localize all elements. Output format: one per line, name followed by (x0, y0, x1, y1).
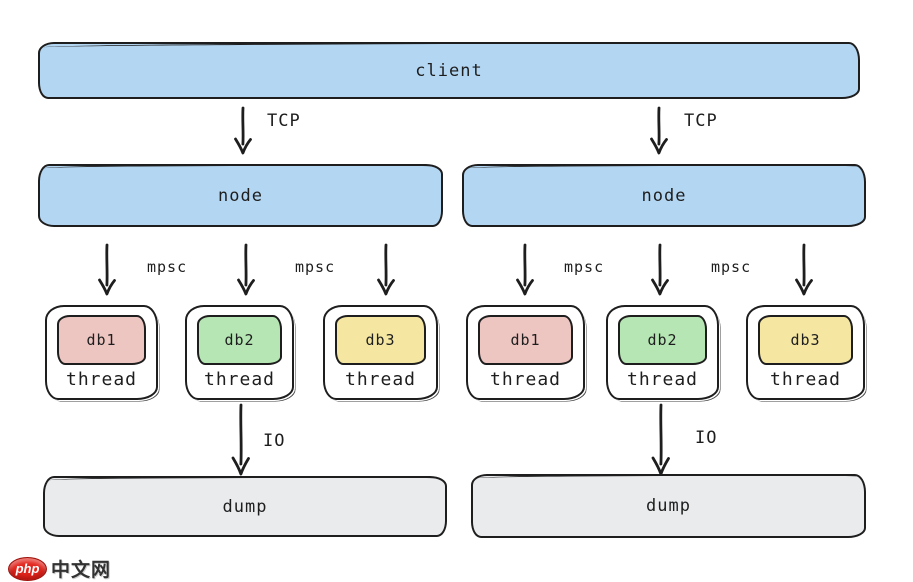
edge-label-io: IO (263, 431, 286, 451)
db-box: db3 (758, 315, 853, 365)
php-cn-watermark: php 中文网 (8, 555, 111, 582)
thread-box: db3 thread (323, 305, 438, 400)
thread-box: db3 thread (746, 305, 865, 400)
dump-box: dump (471, 474, 866, 538)
arrow-down-icon (650, 106, 668, 155)
client-box: client (38, 42, 860, 99)
db-box: db3 (335, 315, 426, 365)
db-box: db1 (478, 315, 573, 365)
db-box: db2 (618, 315, 707, 365)
thread-box: db2 thread (606, 305, 719, 400)
edge-label-mpsc: mpsc (295, 258, 336, 276)
thread-box: db1 thread (45, 305, 158, 400)
thread-box: db2 thread (185, 305, 294, 400)
edge-label-tcp: TCP (267, 111, 301, 131)
arrow-down-icon (377, 243, 395, 296)
thread-label: thread (769, 369, 842, 390)
thread-label: thread (65, 369, 138, 390)
thread-label: thread (489, 369, 562, 390)
arrow-down-icon (231, 403, 250, 476)
db-box: db2 (197, 315, 282, 365)
arrow-down-icon (98, 243, 116, 296)
edge-label-mpsc: mpsc (147, 258, 188, 276)
edge-label-mpsc: mpsc (564, 258, 605, 276)
thread-label: thread (203, 369, 276, 390)
thread-box: db1 thread (466, 305, 585, 400)
db-box: db1 (57, 315, 146, 365)
edge-label-mpsc: mpsc (711, 258, 752, 276)
php-logo-badge: php (8, 556, 47, 581)
arrow-down-icon (651, 243, 669, 296)
edge-label-tcp: TCP (684, 111, 718, 131)
arrow-down-icon (237, 243, 255, 296)
arrow-down-icon (795, 243, 813, 296)
thread-label: thread (626, 369, 699, 390)
arrow-down-icon (651, 403, 670, 476)
arrow-down-icon (234, 106, 252, 155)
node-box: node (38, 164, 443, 227)
thread-label: thread (344, 369, 417, 390)
edge-label-io: IO (695, 428, 718, 448)
dump-box: dump (43, 476, 447, 537)
watermark-text: 中文网 (51, 560, 112, 581)
node-box: node (462, 164, 866, 227)
arrow-down-icon (516, 243, 534, 296)
